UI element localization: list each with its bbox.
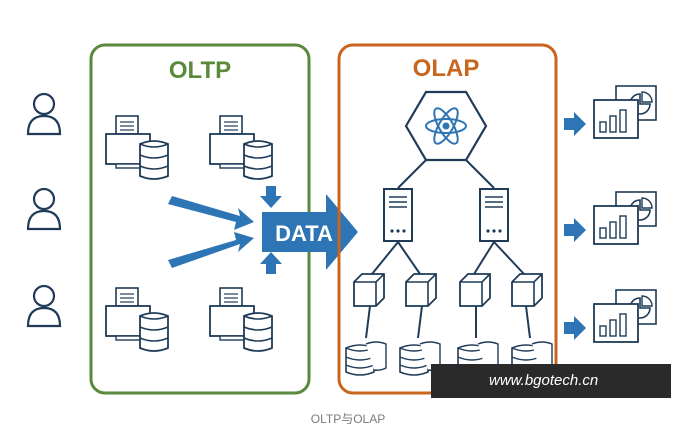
flow-arrow (260, 252, 282, 274)
flow-arrow (260, 186, 282, 208)
database-stack-icon (345, 341, 387, 376)
output-arrow (564, 316, 586, 340)
user-icon (26, 92, 62, 136)
data-cube-icon (511, 273, 543, 307)
server-icon (383, 188, 413, 242)
output-arrow (564, 218, 586, 242)
data-cube-icon (405, 273, 437, 307)
user-icon (26, 284, 62, 328)
tree-connectors (365, 159, 531, 339)
data-cube-icon (459, 273, 491, 307)
data-arrow (262, 194, 358, 270)
atom-engine-icon (404, 90, 488, 162)
figure-caption: OLTP与OLAP (310, 412, 386, 426)
user-icon (26, 187, 62, 231)
flow-arrow (168, 196, 254, 230)
workstation-database-icon (105, 115, 169, 180)
data-label: DATA (275, 221, 333, 246)
olap-title: OLAP (413, 55, 480, 82)
workstation-database-icon (209, 287, 273, 352)
watermark-banner: www.bgotech.cn (431, 364, 671, 398)
workstation-database-icon (105, 287, 169, 352)
data-cube-icon (353, 273, 385, 307)
report-chart-icon (593, 85, 657, 139)
output-arrow (564, 112, 586, 136)
server-icon (479, 188, 509, 242)
flow-arrow (168, 232, 254, 268)
report-chart-icon (593, 191, 657, 245)
report-chart-icon (593, 289, 657, 343)
oltp-title: OLTP (169, 57, 231, 84)
workstation-database-icon (209, 115, 273, 180)
